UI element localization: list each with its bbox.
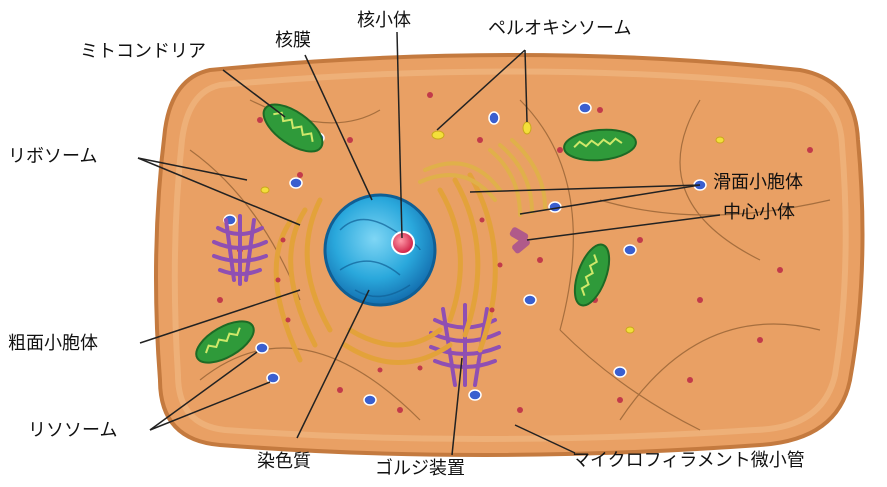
- label-smooth-er: 滑面小胞体: [713, 174, 803, 192]
- label-lysosome: リソソーム: [28, 422, 117, 440]
- label-chromatin: 染色質: [257, 453, 311, 471]
- label-golgi: ゴルジ装置: [375, 460, 465, 478]
- cell-membrane: [156, 55, 863, 455]
- label-microfilament: マイクロフィラメント微小管: [572, 452, 805, 470]
- label-ribosome: リボソーム: [8, 148, 97, 166]
- label-mitochondria: ミトコンドリア: [80, 43, 206, 61]
- nucleus: [325, 195, 435, 305]
- label-centrosome: 中心小体: [723, 204, 795, 222]
- nucleolus: [392, 232, 414, 254]
- label-nucleolus: 核小体: [357, 12, 411, 30]
- label-peroxisome: ペルオキシソーム: [488, 20, 631, 38]
- label-nuclear-envelope: 核膜: [275, 32, 311, 50]
- label-rough-er: 粗面小胞体: [8, 335, 98, 353]
